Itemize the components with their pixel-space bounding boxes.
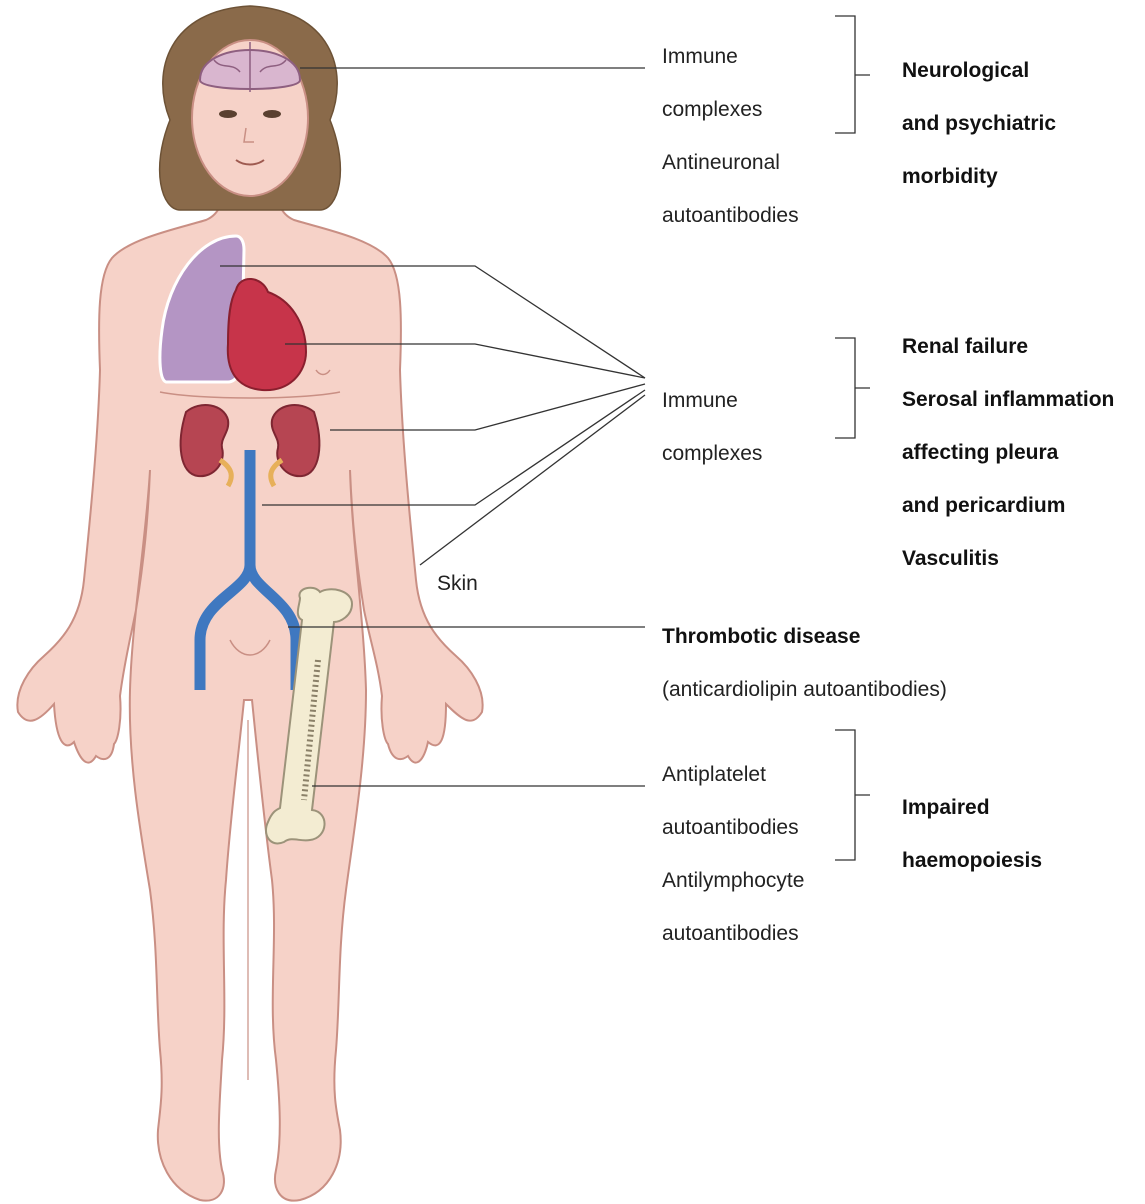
immune-outcome-line: affecting pleura [902, 440, 1114, 467]
thrombotic-title: Thrombotic disease [662, 624, 947, 651]
bracket [835, 338, 870, 438]
thrombotic-group: Thrombotic disease (anticardiolipin auto… [662, 597, 947, 730]
neuro-outcome-line: Neurological [902, 58, 1056, 85]
right-eye [263, 110, 281, 118]
left-eye [219, 110, 237, 118]
neuro-causes: Immune complexes Antineuronal autoantibo… [662, 17, 799, 256]
immune-outcomes: Renal failure Serosal inflammation affec… [902, 307, 1114, 599]
immune-outcome-line: Vasculitis [902, 546, 1114, 573]
immune-causes: Immune complexes [662, 361, 762, 494]
immune-outcome-line: and pericardium [902, 493, 1114, 520]
neuro-cause-line: autoantibodies [662, 203, 799, 230]
thrombotic-subtitle: (anticardiolipin autoantibodies) [662, 677, 947, 704]
haemo-cause-line: autoantibodies [662, 921, 804, 948]
immune-outcome-line: Renal failure [902, 334, 1114, 361]
neuro-cause-line: Antineuronal [662, 150, 799, 177]
female-body [17, 6, 482, 1201]
immune-cause-line: Immune [662, 388, 762, 415]
skin-label: Skin [437, 572, 478, 596]
neuro-outcome-line: and psychiatric [902, 111, 1056, 138]
haemo-causes: Antiplatelet autoantibodies Antilymphocy… [662, 735, 804, 974]
haemo-cause-line: Antilymphocyte [662, 868, 804, 895]
immune-cause-line: complexes [662, 441, 762, 468]
neuro-cause-line: Immune [662, 44, 799, 71]
neuro-cause-line: complexes [662, 97, 799, 124]
bracket [835, 730, 870, 860]
haemo-outcome-line: haemopoiesis [902, 848, 1042, 875]
haemo-cause-line: autoantibodies [662, 815, 804, 842]
bracket [835, 16, 870, 133]
haemo-outcomes: Impaired haemopoiesis [902, 768, 1042, 901]
neuro-outcomes: Neurological and psychiatric morbidity [902, 31, 1056, 217]
neuro-outcome-line: morbidity [902, 164, 1056, 191]
leader-line [420, 395, 645, 565]
immune-outcome-line: Serosal inflammation [902, 387, 1114, 414]
haemo-cause-line: Antiplatelet [662, 762, 804, 789]
haemo-outcome-line: Impaired [902, 795, 1042, 822]
